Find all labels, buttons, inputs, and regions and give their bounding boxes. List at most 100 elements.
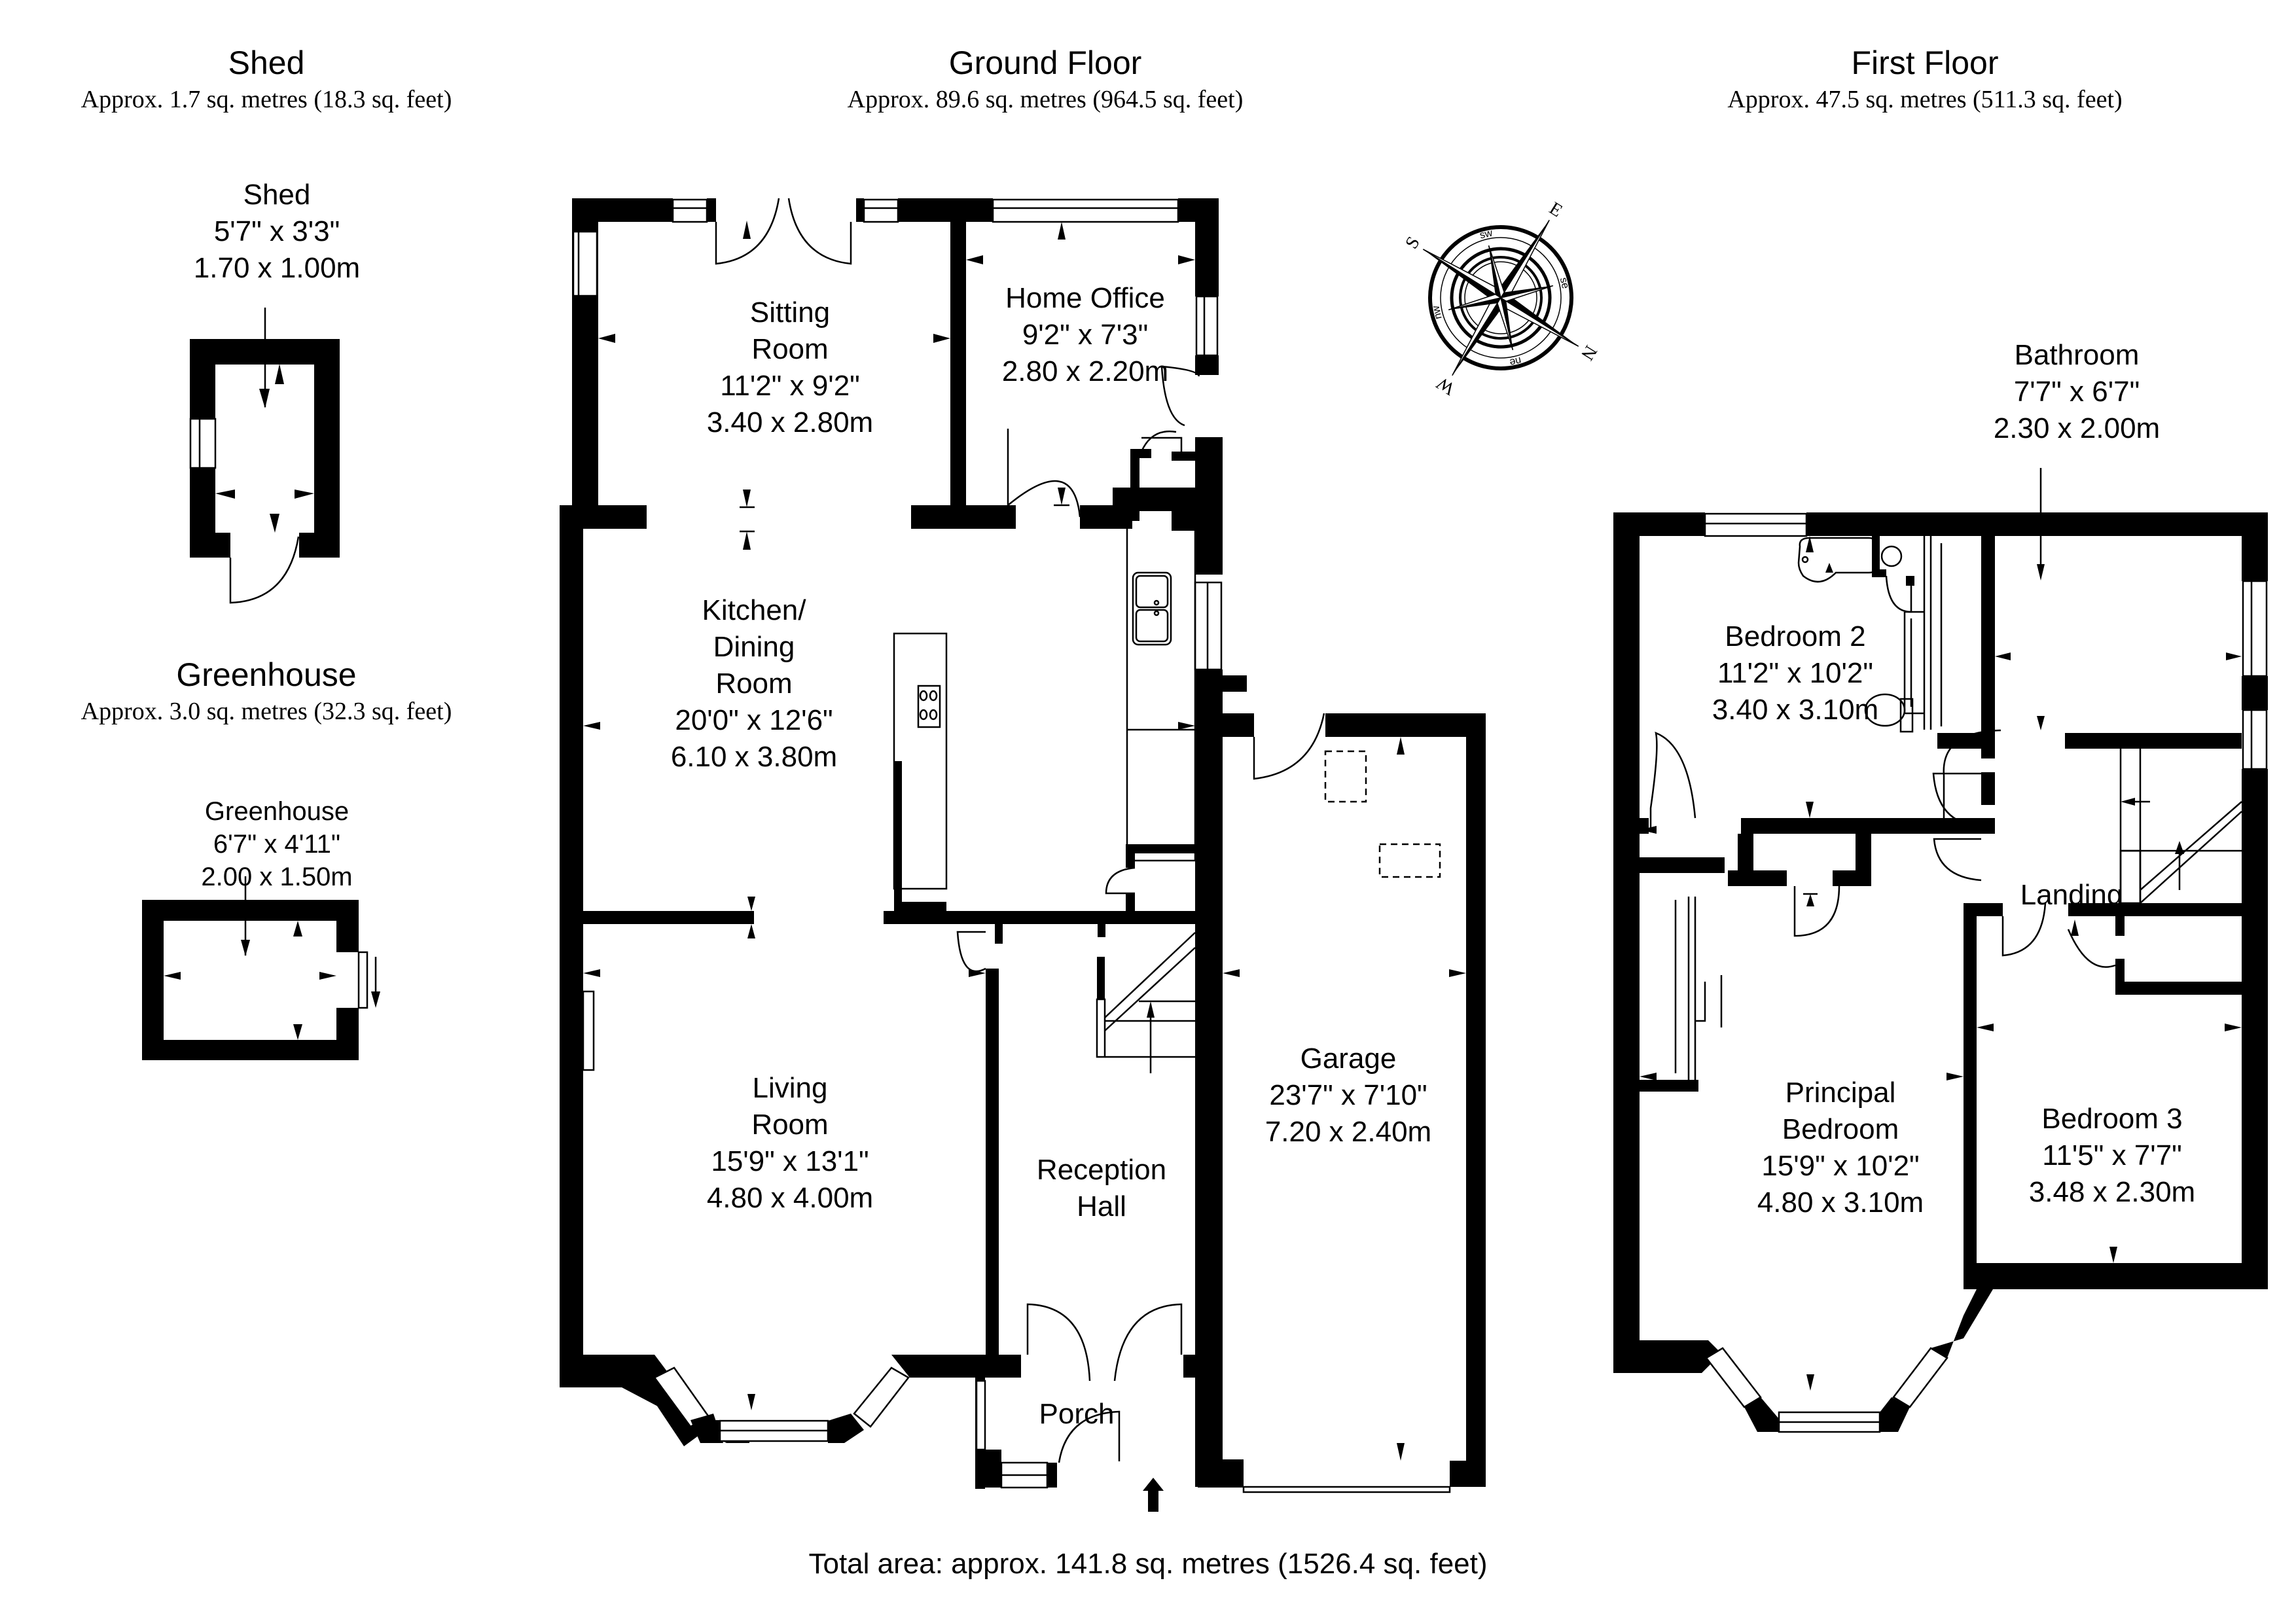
living-hall-wall	[986, 969, 999, 1368]
landing-store-door[interactable]	[2067, 929, 2116, 968]
room-name: Room	[751, 1109, 829, 1141]
room-imperial: 23'7" x 7'10"	[1269, 1079, 1427, 1111]
ground-floor-area: Approx. 89.6 sq. metres (964.5 sq. feet)	[847, 86, 1244, 113]
room-name: Room	[751, 333, 829, 365]
dimension-arrow-icon	[164, 972, 181, 980]
principal-wardrobe	[1687, 897, 1706, 1080]
french-door-right[interactable]	[787, 198, 852, 265]
greenhouse-section-area: Approx. 3.0 sq. metres (32.3 sq. feet)	[81, 698, 452, 725]
room-label-sitting-room: Sitting Room 11'2" x 9'2" 3.40 x 2.80m	[707, 294, 873, 441]
principal-bedroom-door[interactable]	[1793, 885, 1840, 937]
room-name: Bedroom	[1782, 1113, 1899, 1145]
kitchen-sink-icon	[1132, 571, 1172, 646]
shed-section-title: Shed	[228, 45, 305, 81]
compass-rose-icon: N E S W ne se sw nw	[1401, 198, 1601, 399]
room-name: Dining	[713, 631, 795, 663]
room-imperial: 5'7" x 3'3"	[213, 215, 340, 247]
first-floor-plan	[1613, 468, 2268, 1433]
shed-walls	[190, 339, 340, 558]
bathroom-door[interactable]	[1943, 729, 2001, 818]
hob-icon	[917, 685, 941, 728]
shed-plan	[189, 308, 340, 604]
room-name: Principal	[1785, 1077, 1896, 1109]
greenhouse-section-header: Greenhouse Approx. 3.0 sq. metres (32.3 …	[81, 654, 452, 728]
room-imperial: 15'9" x 13'1"	[711, 1145, 869, 1177]
room-metric: 3.48 x 2.30m	[2028, 1176, 2196, 1208]
dimension-arrow-icon	[371, 991, 380, 1008]
cupboard-door[interactable]	[1140, 430, 1183, 452]
room-metric: 6.10 x 3.80m	[670, 741, 838, 773]
hall-garage-wall	[1195, 911, 1223, 1487]
room-name: Sitting	[749, 296, 831, 329]
room-metric: 2.00 x 1.50m	[201, 863, 353, 891]
landing-balustrade	[2119, 849, 2142, 904]
front-door[interactable]	[1058, 1410, 1121, 1463]
room-label-bathroom: Bathroom 7'7" x 6'7" 2.30 x 2.00m	[1994, 337, 2160, 447]
room-metric: 4.80 x 4.00m	[706, 1182, 874, 1214]
dimension-arrow-icon	[319, 972, 336, 980]
shed-door[interactable]	[229, 536, 300, 604]
room-name: Living	[752, 1072, 828, 1104]
bedroom-2-door[interactable]	[1932, 772, 1982, 827]
room-imperial: 9'2" x 7'3"	[1022, 319, 1149, 351]
greenhouse-door[interactable]	[357, 951, 368, 1009]
compass-n-label: N	[1577, 342, 1601, 364]
dimension-arrow-icon	[295, 490, 314, 499]
compass-sw-label: sw	[1479, 227, 1494, 241]
kitchen-worktop	[1126, 506, 1196, 862]
dimension-arrow-icon	[293, 921, 302, 936]
french-door-left[interactable]	[715, 198, 780, 265]
ground-floor-plan	[560, 198, 1486, 1512]
stairs[interactable]	[1104, 932, 1196, 1018]
room-imperial: 11'2" x 10'2"	[1717, 657, 1874, 689]
room-metric: 1.70 x 1.00m	[193, 252, 361, 284]
bathroom-cupboard-door[interactable]	[1885, 575, 1912, 613]
ground-floor-header: Ground Floor Approx. 89.6 sq. metres (96…	[848, 43, 1244, 116]
first-floor-title: First Floor	[1851, 45, 1999, 81]
sitting-room-side-window	[572, 230, 598, 297]
total-area: Total area: approx. 141.8 sq. metres (15…	[808, 1548, 1488, 1580]
porch-inner-doors[interactable]	[1026, 1303, 1183, 1382]
room-label-kitchen-dining: Kitchen/ Dining Room 20'0" x 12'6" 6.10 …	[671, 592, 837, 776]
dimension-arrow-icon	[259, 389, 270, 408]
shed-section-area: Approx. 1.7 sq. metres (18.3 sq. feet)	[81, 86, 452, 113]
first-floor-stairs[interactable]	[2140, 811, 2242, 904]
room-name: Bedroom 2	[1725, 620, 1866, 652]
landing-window	[2242, 709, 2268, 770]
room-imperial: 6'7" x 4'11"	[213, 830, 341, 859]
home-office-door[interactable]	[1007, 429, 1081, 518]
room-label-bedroom-3: Bedroom 3 11'5" x 7'7" 3.48 x 2.30m	[2029, 1101, 2195, 1211]
bedroom-2-cupboard-door[interactable]	[1649, 731, 1696, 831]
bedroom-3-door[interactable]	[2001, 902, 2047, 957]
first-dimension-arrows	[1640, 536, 2242, 1391]
kitchen-cupboard-door[interactable]	[1105, 866, 1136, 895]
dimension-arrow-icon	[241, 940, 250, 956]
fireplace	[582, 990, 595, 1071]
garage-side-door[interactable]	[1253, 713, 1325, 780]
landing-cupboard-door[interactable]	[1933, 838, 1982, 882]
toilet-icon	[1864, 693, 1906, 727]
stair-post	[1096, 998, 1106, 1058]
compass-ne-label: ne	[1509, 355, 1522, 368]
room-label-home-office: Home Office 9'2" x 7'3" 2.80 x 2.20m	[1002, 280, 1168, 390]
living-room-door[interactable]	[956, 931, 986, 972]
room-imperial: 20'0" x 12'6"	[675, 704, 833, 736]
greenhouse-section-title: Greenhouse	[176, 656, 357, 693]
sitting-room-top-window	[672, 198, 708, 223]
shed-window	[189, 418, 217, 469]
room-name: Garage	[1300, 1043, 1397, 1075]
room-name: Reception	[1036, 1154, 1167, 1186]
room-imperial: 15'9" x 10'2"	[1761, 1150, 1920, 1182]
porch-side-window	[975, 1380, 986, 1451]
room-label-greenhouse: Greenhouse 6'7" x 4'11" 2.00 x 1.50m	[201, 795, 352, 893]
compass-nw-label: nw	[1430, 304, 1444, 320]
ground-floor-title: Ground Floor	[948, 45, 1142, 81]
bedroom-2-window	[1704, 512, 1808, 537]
garage-storage-area	[1324, 750, 1367, 803]
garage-door[interactable]	[1242, 1486, 1451, 1493]
basin-icon	[1880, 545, 1903, 567]
greenhouse-walls	[142, 900, 359, 1060]
room-name: Room	[715, 668, 793, 700]
room-metric: 2.30 x 2.00m	[1993, 412, 2161, 444]
